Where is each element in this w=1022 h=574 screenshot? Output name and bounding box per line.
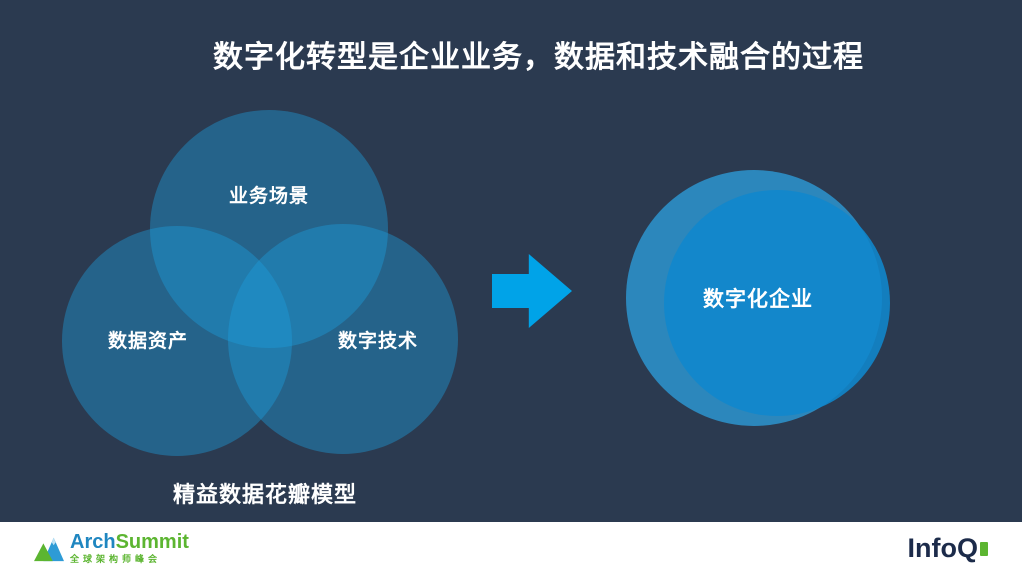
venn-circle-business — [150, 110, 388, 348]
result-circle-front — [664, 190, 890, 416]
slide-title: 数字化转型是企业业务，数据和技术融合的过程 — [213, 41, 864, 74]
archsummit-name-summit: Summit — [115, 531, 189, 553]
venn-label-business: 业务场景 — [228, 186, 309, 207]
archsummit-logo: ArchSummit 全球架构师峰会 — [34, 532, 189, 564]
venn-diagram: 业务场景 数据资产 数字技术 — [0, 0, 520, 520]
venn-circle-tech — [228, 224, 458, 454]
venn-caption: 精益数据花瓣模型 — [172, 482, 357, 507]
venn-label-tech: 数字技术 — [337, 331, 418, 352]
footer-bar: ArchSummit 全球架构师峰会 InfoQ — [0, 522, 1022, 574]
archsummit-subtitle: 全球架构师峰会 — [70, 554, 162, 564]
archsummit-name: ArchSummit — [70, 532, 189, 552]
archsummit-mountain-icon — [34, 537, 64, 562]
venn-label-data: 数据资产 — [107, 331, 188, 352]
result-label: 数字化企业 — [703, 288, 813, 311]
archsummit-name-arch: Arch — [70, 531, 116, 553]
infoq-logo: InfoQ — [907, 532, 988, 563]
infoq-name: InfoQ — [907, 532, 978, 563]
infoq-green-mark — [980, 541, 988, 556]
venn-circle-data — [62, 226, 292, 456]
archsummit-text: ArchSummit 全球架构师峰会 — [70, 532, 189, 564]
